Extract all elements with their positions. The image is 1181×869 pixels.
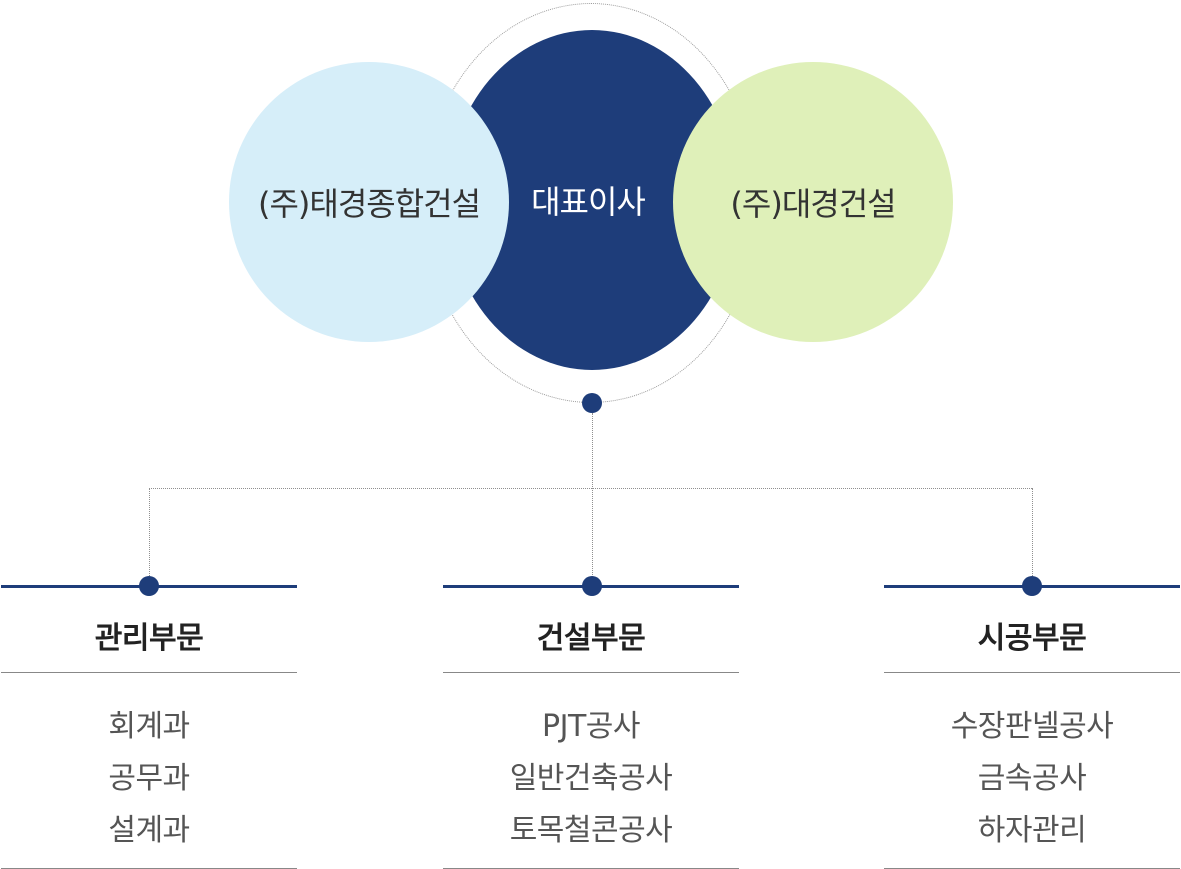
department-dot (582, 576, 602, 596)
right-vertical-connector (1032, 488, 1033, 584)
department-title: 관리부문 (94, 621, 204, 656)
department-title: 시공부문 (977, 621, 1087, 656)
horizontal-connector (149, 488, 1032, 489)
department-items: PJT공사 일반건축공사 토목철콘공사 (443, 701, 739, 857)
center-connector-dot (582, 393, 602, 413)
left-vertical-connector (149, 488, 150, 584)
department-divider (443, 672, 739, 673)
center-vertical-connector (592, 413, 593, 583)
department-management: 관리부문 회계과 공무과 설계과 (1, 563, 297, 869)
department-title: 건설부문 (536, 621, 646, 656)
right-company-label: (주)대경건설 (730, 185, 896, 223)
ceo-label: 대표이사 (531, 183, 646, 221)
department-item: 토목철콘공사 (509, 813, 673, 848)
right-company-circle: (주)대경건설 (673, 62, 953, 342)
department-construction: 건설부문 PJT공사 일반건축공사 토목철콘공사 (443, 563, 739, 869)
left-company-circle: (주)태경종합건설 (229, 62, 509, 342)
department-item: 금속공사 (977, 761, 1087, 796)
department-item: 하자관리 (977, 813, 1087, 848)
department-item: 설계과 (108, 813, 190, 848)
department-item: 공무과 (108, 761, 190, 796)
department-dot (1022, 576, 1042, 596)
department-installation: 시공부문 수장판넬공사 금속공사 하자관리 (884, 563, 1180, 869)
department-items: 수장판넬공사 금속공사 하자관리 (884, 701, 1180, 857)
department-item: PJT공사 (542, 709, 640, 744)
department-divider (1, 672, 297, 673)
department-dot (139, 576, 159, 596)
left-company-label: (주)태경종합건설 (257, 185, 481, 223)
department-item: 일반건축공사 (509, 761, 673, 796)
department-divider (884, 672, 1180, 673)
department-items: 회계과 공무과 설계과 (1, 701, 297, 857)
department-item: 수장판넬공사 (950, 709, 1114, 744)
department-item: 회계과 (108, 709, 190, 744)
